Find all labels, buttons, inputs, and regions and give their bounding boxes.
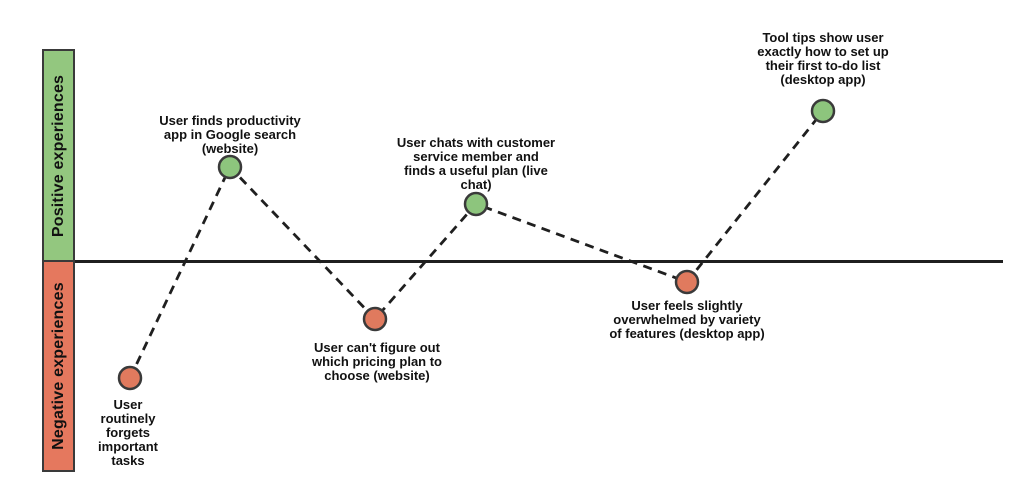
journey-point-label-overwhelmed: User feels slightly overwhelmed by varie… (609, 298, 765, 341)
journey-point-label-tool-tips: Tool tips show user exactly how to set u… (757, 30, 889, 87)
journey-point-finds-app (217, 154, 243, 180)
journey-point-tool-tips (810, 98, 836, 124)
journey-dashed-line (128, 110, 825, 379)
positive-axis-bar: Positive experiences (42, 49, 75, 262)
journey-point-forgets-tasks (117, 365, 143, 391)
journey-point-overwhelmed (674, 269, 700, 295)
journey-point-label-finds-app: User finds productivity app in Google se… (159, 113, 301, 156)
negative-axis-bar: Negative experiences (42, 260, 75, 472)
journey-point-label-forgets-tasks: User routinely forgets important tasks (98, 397, 158, 468)
journey-point-label-pricing-confusion: User can't figure out which pricing plan… (312, 340, 442, 383)
journey-point-label-useful-plan: User chats with customer service member … (396, 135, 556, 192)
journey-point-useful-plan (463, 191, 489, 217)
journey-point-pricing-confusion (362, 306, 388, 332)
